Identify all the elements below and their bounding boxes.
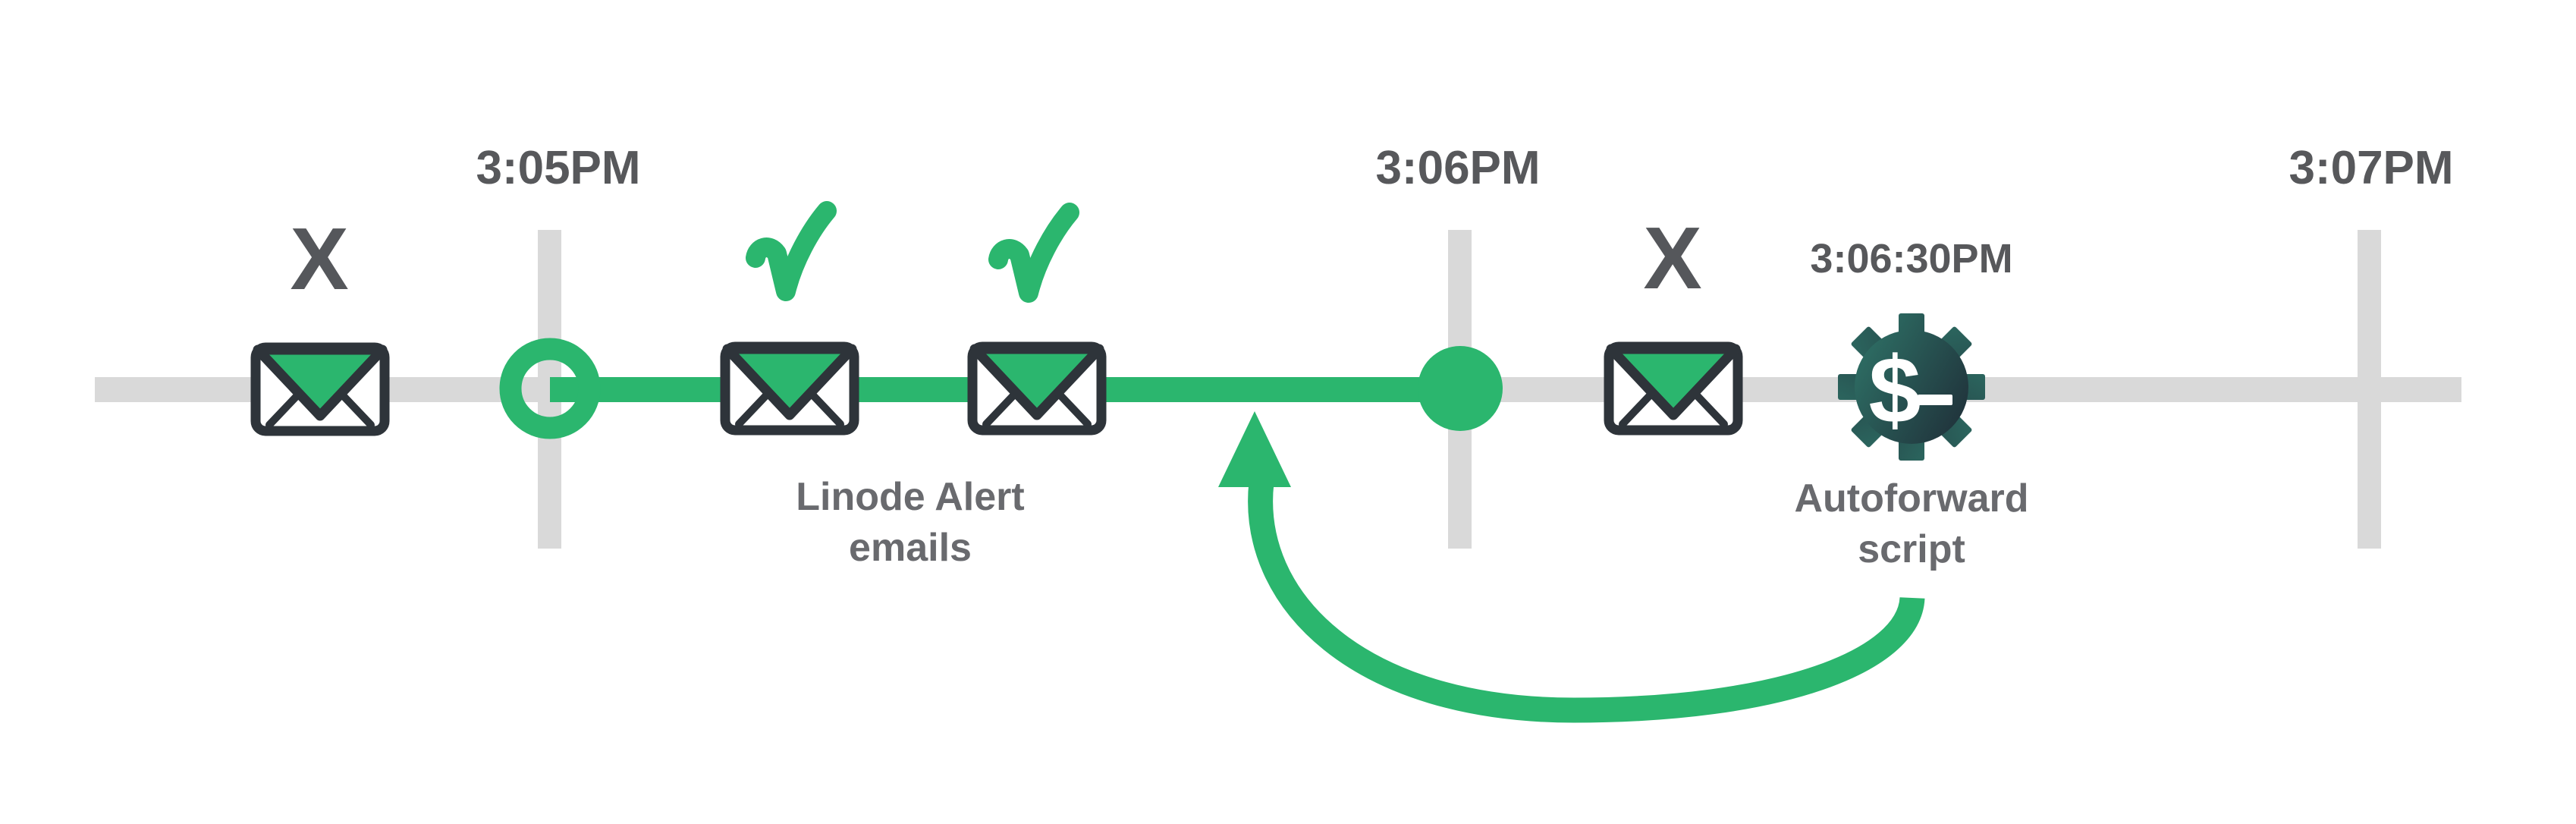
- envelope-icon: [256, 348, 385, 431]
- tick-3-07pm: [2358, 230, 2381, 549]
- open-circle-marker: [499, 338, 601, 439]
- caption-line: script: [1858, 527, 1965, 571]
- x-mark: X: [290, 209, 349, 308]
- envelope-icon: [725, 347, 854, 430]
- terminal-prompt-dollar: $: [1869, 338, 1921, 443]
- filled-dot-marker: [1418, 346, 1503, 431]
- time-label-3-05pm: 3:05PM: [476, 142, 641, 194]
- gear-terminal-icon: $: [1838, 313, 1985, 461]
- envelope-icon: [972, 347, 1101, 430]
- caption-line: Linode Alert: [796, 475, 1025, 519]
- x-mark: X: [1643, 209, 1702, 307]
- check-icon: [756, 211, 827, 291]
- time-label-3-07pm: 3:07PM: [2289, 142, 2454, 194]
- sub-time-label-3-06-30pm: 3:06:30PM: [1810, 236, 2013, 281]
- caption-line: emails: [849, 526, 972, 570]
- check-icon: [998, 212, 1070, 293]
- time-label-3-06pm: 3:06PM: [1375, 142, 1541, 194]
- caption-linode-alert-emails: Linode Alert emails: [796, 472, 1024, 574]
- envelope-icon: [1609, 347, 1738, 430]
- curved-arrow-up: [1218, 411, 1925, 723]
- terminal-cursor-underscore: [1918, 395, 1952, 405]
- caption-autoforward-script: Autoforward script: [1794, 473, 2028, 575]
- caption-line: Autoforward: [1794, 476, 2029, 521]
